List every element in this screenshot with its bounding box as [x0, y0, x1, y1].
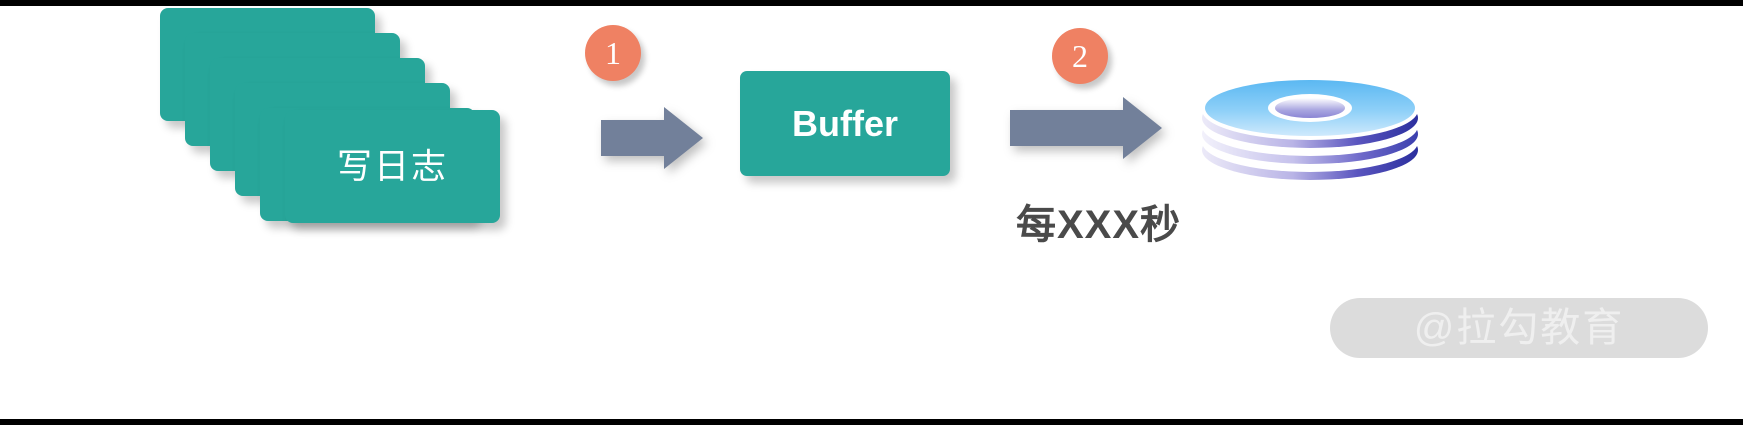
letterbox-bar-top [0, 0, 1743, 6]
write-log-card-stack: 写日志 [160, 8, 505, 223]
step-badge-2: 2 [1052, 28, 1108, 84]
step-badge-1: 1 [585, 25, 641, 81]
buffer-label: Buffer [792, 102, 898, 144]
watermark-pill: @拉勾教育 [1330, 298, 1708, 358]
write-log-label: 写日志 [336, 147, 448, 186]
letterbox-bar-bottom [0, 419, 1743, 425]
arrow-buffer-to-database [1010, 97, 1162, 159]
database-disc-stack-icon [1200, 68, 1420, 183]
arrow-logs-to-buffer [601, 107, 703, 169]
buffer-box: Buffer [740, 71, 950, 176]
step-badge-1-label: 1 [605, 35, 621, 71]
step-badge-2-label: 2 [1072, 38, 1088, 74]
log-card-front: 写日志 [285, 110, 500, 223]
watermark-text: @拉勾教育 [1413, 306, 1625, 350]
interval-caption: 每XXX秒 [1016, 203, 1182, 247]
